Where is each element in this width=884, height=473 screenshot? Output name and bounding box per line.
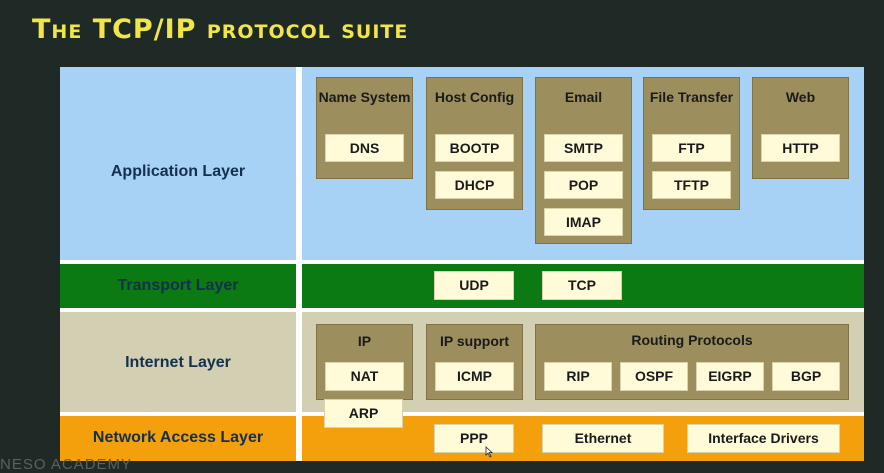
protocol-eigrp: EIGRP — [696, 362, 764, 391]
protocol-imap: IMAP — [544, 208, 623, 236]
layer-column-divider — [296, 67, 302, 461]
protocol-udp: UDP — [434, 271, 514, 300]
mouse-cursor-icon — [485, 446, 494, 458]
protocol-http: HTTP — [761, 134, 840, 162]
network-access-layer-label: Network Access Layer — [92, 429, 264, 446]
protocol-nat: NAT — [325, 362, 404, 391]
protocol-interface-drivers: Interface Drivers — [687, 424, 840, 453]
protocol-arp: ARP — [324, 399, 403, 428]
network-access-layer-band: Network Access Layer PPP Ethernet Interf… — [60, 416, 864, 461]
slide-title: The TCP/IP protocol suite — [32, 14, 409, 45]
group-routing-protocols: Routing Protocols RIP OSPF EIGRP BGP — [535, 324, 849, 400]
transport-layer-label: Transport Layer — [117, 277, 239, 294]
internet-layer-label: Internet Layer — [125, 354, 231, 371]
internet-layer-band: Internet Layer IP NAT IP support ICMP Ro… — [60, 312, 864, 412]
protocol-pop: POP — [544, 171, 623, 199]
group-host-config: Host Config BOOTP DHCP — [426, 77, 523, 210]
protocol-smtp: SMTP — [544, 134, 623, 162]
group-title-name-system: Name System — [318, 89, 411, 105]
group-title-routing-protocols: Routing Protocols — [631, 332, 753, 348]
protocol-ospf: OSPF — [620, 362, 688, 391]
protocol-ftp: FTP — [652, 134, 731, 162]
transport-layer-band: Transport Layer UDP TCP — [60, 264, 864, 308]
application-layer-label: Application Layer — [110, 163, 246, 180]
group-email: Email SMTP POP IMAP — [535, 77, 632, 244]
protocol-dhcp: DHCP — [435, 171, 514, 199]
group-name-system: Name System DNS — [316, 77, 413, 179]
group-ip-support: IP support ICMP — [426, 324, 523, 400]
protocol-rip: RIP — [544, 362, 612, 391]
group-web: Web HTTP — [752, 77, 849, 179]
protocol-tftp: TFTP — [652, 171, 731, 199]
group-title-ip: IP — [357, 333, 372, 349]
group-title-web: Web — [785, 89, 816, 105]
protocol-icmp: ICMP — [435, 362, 514, 391]
protocol-ethernet: Ethernet — [542, 424, 664, 453]
group-title-file-transfer: File Transfer — [649, 89, 734, 105]
protocol-tcp: TCP — [542, 271, 622, 300]
application-layer-band: Application Layer Name System DNS Host C… — [60, 67, 864, 260]
group-title-host-config: Host Config — [434, 89, 515, 105]
group-title-email: Email — [564, 89, 603, 105]
protocol-dns: DNS — [325, 134, 404, 162]
protocol-suite-diagram: Application Layer Name System DNS Host C… — [60, 67, 864, 461]
watermark-text: NESO ACADEMY — [0, 456, 133, 473]
group-file-transfer: File Transfer FTP TFTP — [643, 77, 740, 210]
protocol-bgp: BGP — [772, 362, 840, 391]
protocol-bootp: BOOTP — [435, 134, 514, 162]
group-ip: IP NAT — [316, 324, 413, 400]
group-title-ip-support: IP support — [440, 333, 509, 349]
protocol-ppp: PPP — [434, 424, 514, 453]
